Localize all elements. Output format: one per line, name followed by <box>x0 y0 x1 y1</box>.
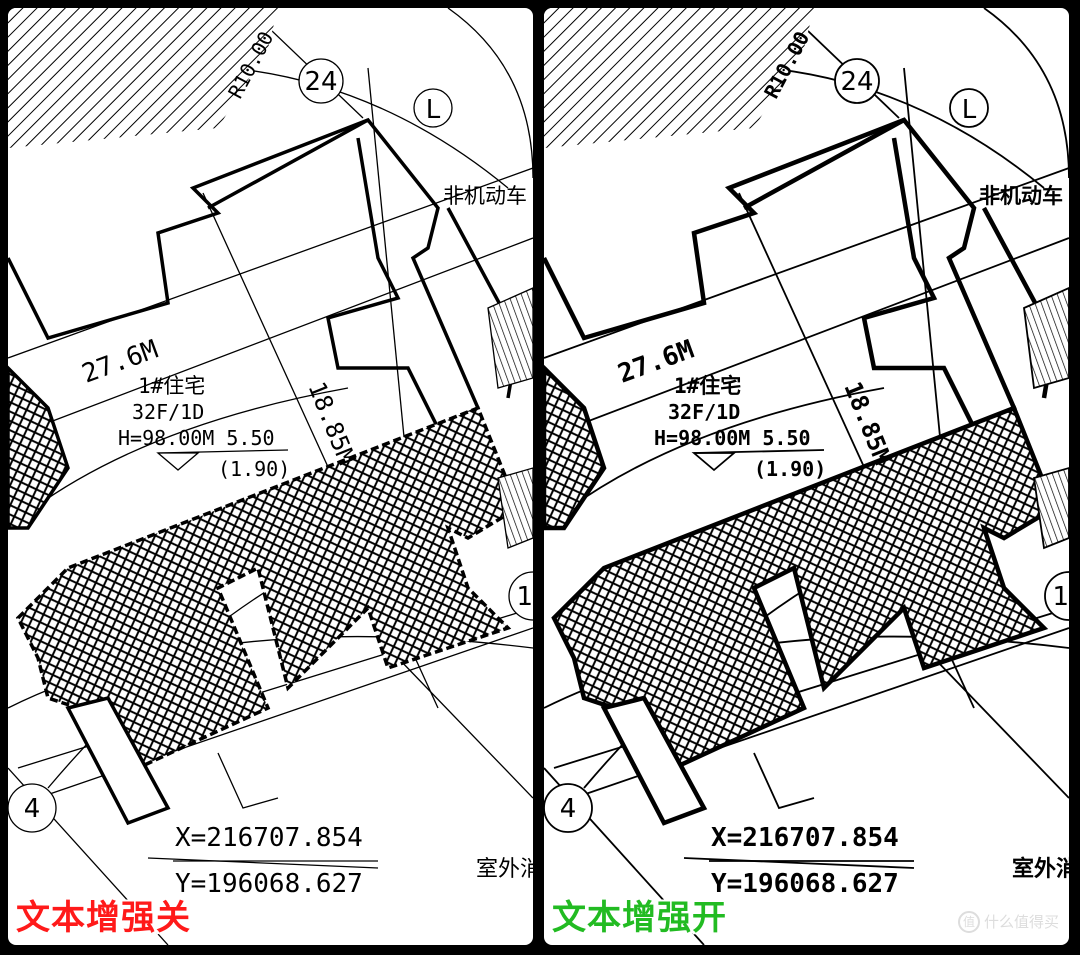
site-plan-drawing: R10.00非机动车27.6M18.85M1#住宅32F/1DH=98.00M … <box>544 8 1069 945</box>
building-sub: (1.90) <box>218 457 290 481</box>
building-outline <box>8 117 520 431</box>
panel-label: 文本增强开 <box>552 898 727 938</box>
building-sub: (1.90) <box>754 457 826 481</box>
side-text: 非机动车 <box>979 184 1063 208</box>
watermark-text: 什么值得买 <box>983 912 1059 931</box>
hatched-landscape-area <box>8 8 278 148</box>
stair-hatch <box>1023 287 1069 390</box>
corner-marker-label: L <box>426 95 441 125</box>
crosshatched-podium-edge <box>8 365 70 530</box>
grid-marker-4: 4 <box>544 783 593 833</box>
grid-marker-4: 4 <box>8 783 57 833</box>
grid-marker-24: 24 <box>298 58 344 104</box>
building-name: 1#住宅 <box>138 374 205 398</box>
grid-marker-17-label: 17 <box>1052 582 1069 612</box>
stair-hatch <box>487 287 533 389</box>
annex-block <box>600 695 708 826</box>
corner-marker-label: L <box>962 95 977 125</box>
grid-marker-4-label: 4 <box>24 794 41 824</box>
coord-x: X=216707.854 <box>175 823 363 853</box>
stair-hatch <box>497 467 533 549</box>
grid-marker-17-label: 17 <box>516 582 533 612</box>
grid-marker-24: 24 <box>834 58 880 104</box>
coord-x: X=216707.854 <box>711 823 899 853</box>
level-triangle <box>691 452 737 472</box>
grid-marker-17: 17 <box>508 571 533 621</box>
grid-marker-24-label: 24 <box>840 67 873 97</box>
panel-label: 文本增强关 <box>16 898 191 938</box>
crosshatched-podium-edge <box>544 364 607 531</box>
annex-outline <box>217 752 279 809</box>
grid-marker-17: 17 <box>1044 571 1069 621</box>
dim-vertical: 18.85M <box>838 378 896 469</box>
side-text: 非机动车 <box>443 184 527 208</box>
stair-hatch <box>1032 467 1069 550</box>
grid-marker-24-label: 24 <box>304 67 337 97</box>
level-triangle <box>156 452 200 471</box>
watermark: 值什么值得买 <box>957 911 1059 933</box>
grid-marker-4-label: 4 <box>560 794 577 824</box>
building-name: 1#住宅 <box>674 374 741 398</box>
building-height: H=98.00M 5.50 <box>654 426 811 450</box>
site-plan-drawing: R10.00非机动车27.6M18.85M1#住宅32F/1DH=98.00M … <box>8 8 533 945</box>
building-height: H=98.00M 5.50 <box>118 426 275 450</box>
coord-y: Y=196068.627 <box>711 869 899 899</box>
zhide-logo-icon: 值 <box>957 911 980 933</box>
building-floors: 32F/1D <box>132 400 204 424</box>
side-bottom-text: 室外消 <box>1012 856 1069 882</box>
building-floors: 32F/1D <box>668 400 740 424</box>
annex-block <box>65 695 171 826</box>
building-outline <box>544 117 1057 432</box>
side-bottom-text: 室外消 <box>476 857 533 882</box>
corner-marker: L <box>413 88 453 128</box>
dim-vertical: 18.85M <box>302 378 360 469</box>
coord-y: Y=196068.627 <box>175 869 363 899</box>
corner-marker: L <box>949 88 989 128</box>
annex-outline <box>753 752 815 810</box>
hatched-landscape-area <box>544 8 814 148</box>
